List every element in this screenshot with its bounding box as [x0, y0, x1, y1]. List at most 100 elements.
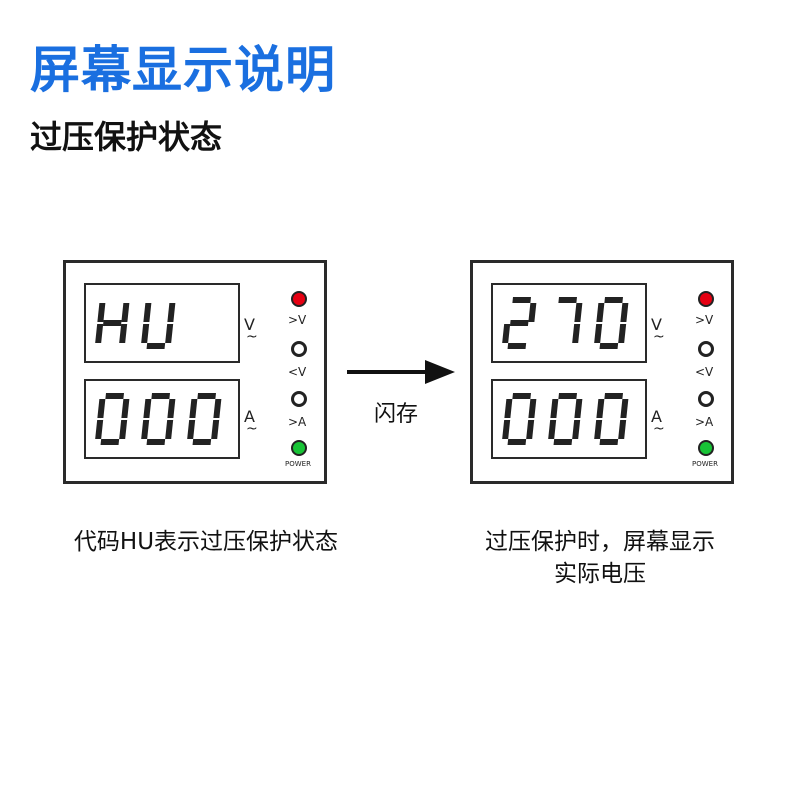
ac-symbol: ~	[653, 421, 665, 437]
segment	[100, 439, 120, 445]
over-voltage-button-label: >V	[695, 313, 714, 327]
segment	[102, 320, 122, 326]
segment	[105, 393, 124, 399]
segment	[165, 420, 174, 439]
segment	[146, 439, 166, 445]
segment	[211, 420, 220, 439]
segment-digit	[502, 393, 537, 445]
segment	[594, 324, 603, 343]
voltage-display	[491, 283, 647, 363]
segment	[95, 420, 104, 439]
under-voltage-label: <V	[695, 365, 714, 379]
segment	[572, 420, 581, 439]
segment	[502, 324, 511, 343]
ac-symbol: ~	[246, 329, 258, 345]
ac-symbol: ~	[653, 329, 665, 345]
volt-unit-label: V	[651, 315, 662, 334]
segment-digit	[548, 393, 583, 445]
segment	[572, 324, 581, 343]
segment-digit	[95, 303, 130, 343]
segment	[620, 303, 629, 322]
over-current-label: >A	[288, 415, 307, 429]
segment	[604, 393, 623, 399]
segment	[121, 303, 130, 322]
segment	[596, 399, 605, 418]
segment	[512, 297, 531, 303]
segment	[121, 399, 130, 418]
red-indicator-led	[698, 291, 714, 307]
segment	[189, 399, 198, 418]
segment	[553, 439, 573, 445]
red-indicator-led	[291, 291, 307, 307]
segment-digit	[187, 393, 222, 445]
segment	[599, 439, 619, 445]
segment	[604, 297, 623, 303]
power-label: POWER	[692, 460, 718, 468]
segment-digit	[502, 297, 537, 349]
segment	[146, 343, 166, 349]
segment	[97, 399, 106, 418]
right-arrow-icon	[347, 360, 455, 384]
segment	[512, 393, 531, 399]
segment-digit	[141, 303, 176, 349]
ac-symbol: ~	[246, 421, 258, 437]
segment	[594, 420, 603, 439]
segment	[192, 439, 212, 445]
segment	[618, 324, 627, 343]
segment-digit	[594, 297, 629, 349]
segment	[599, 343, 619, 349]
right-caption-line-1: 过压保护时，屏幕显示	[485, 529, 715, 555]
segment	[119, 324, 128, 343]
segment	[507, 439, 527, 445]
segment	[119, 420, 128, 439]
segment	[95, 324, 104, 343]
segment	[550, 399, 559, 418]
segment	[502, 420, 511, 439]
segment	[97, 303, 106, 322]
voltage-seven-segment-readout	[502, 297, 629, 349]
segment	[507, 343, 527, 349]
volt-unit-label: V	[244, 315, 255, 334]
segment	[620, 399, 629, 418]
over-current-label: >A	[695, 415, 714, 429]
current-display	[491, 379, 647, 459]
current-seven-segment-readout	[502, 393, 629, 445]
segment	[509, 320, 529, 326]
page-subtitle: 过压保护状态	[30, 118, 223, 156]
segment	[187, 420, 196, 439]
segment	[574, 399, 583, 418]
over-current-button[interactable]	[698, 391, 714, 407]
segment	[165, 324, 174, 343]
segment	[526, 420, 535, 439]
over-voltage-button[interactable]	[698, 341, 714, 357]
segment	[558, 297, 577, 303]
green-power-led	[291, 440, 307, 456]
segment	[197, 393, 216, 399]
segment	[618, 420, 627, 439]
segment	[143, 303, 152, 322]
segment	[213, 399, 222, 418]
segment	[548, 420, 557, 439]
segment	[141, 420, 150, 439]
meter-panel-actual-voltage: V ~ A ~ >V <V >A POWER	[470, 260, 734, 484]
segment	[141, 324, 150, 343]
segment	[504, 399, 513, 418]
segment	[143, 399, 152, 418]
right-caption: 过压保护时，屏幕显示 实际电压	[450, 526, 750, 590]
segment-digit	[558, 297, 583, 343]
current-seven-segment-readout	[95, 393, 222, 445]
flash-label: 闪存	[374, 402, 419, 427]
over-current-button[interactable]	[291, 391, 307, 407]
right-caption-line-2: 实际电压	[554, 561, 646, 587]
page-title: 屏幕显示说明	[30, 41, 336, 99]
under-voltage-label: <V	[288, 365, 307, 379]
over-voltage-button-label: >V	[288, 313, 307, 327]
amp-unit-label: A	[244, 407, 255, 426]
power-label: POWER	[285, 460, 311, 468]
over-voltage-button[interactable]	[291, 341, 307, 357]
amp-unit-label: A	[651, 407, 662, 426]
segment	[528, 303, 537, 322]
segment	[167, 303, 176, 322]
segment	[151, 393, 170, 399]
meter-panel-overvoltage-code: V ~ A ~ >V <V >A POWER	[63, 260, 327, 484]
